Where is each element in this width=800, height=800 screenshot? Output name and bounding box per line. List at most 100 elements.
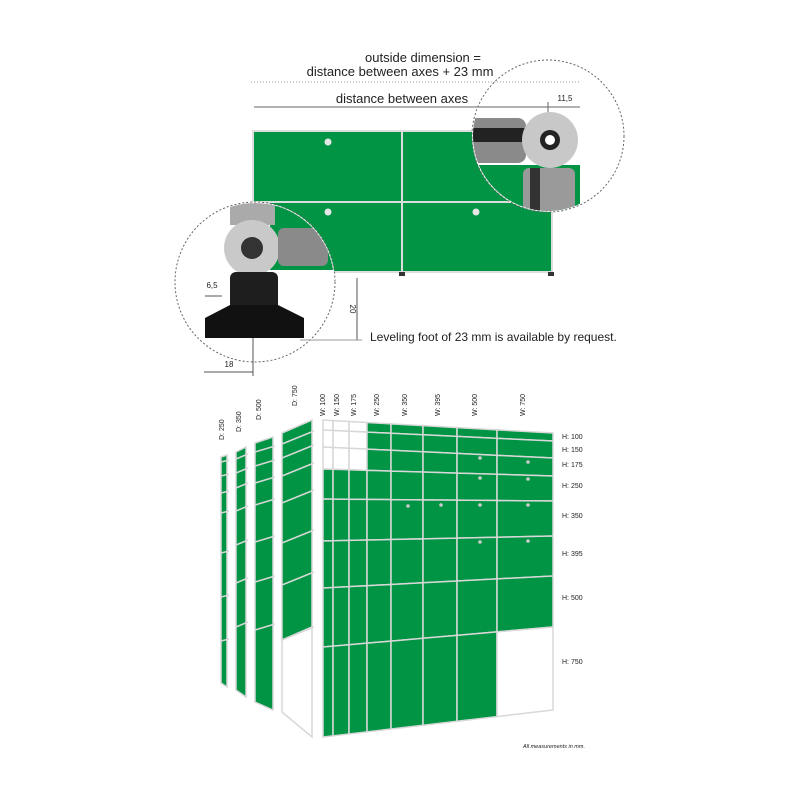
module-cell xyxy=(422,634,458,727)
width-label: W: 500 xyxy=(472,394,479,416)
module-cell xyxy=(366,448,392,472)
width-label: W: 100 xyxy=(320,394,327,416)
module-cell xyxy=(322,540,334,589)
module-cell xyxy=(322,586,334,648)
module-cell xyxy=(390,538,424,586)
foot xyxy=(399,272,405,276)
module-cell xyxy=(390,470,424,501)
module-cell xyxy=(348,430,368,450)
dim-18: 18 xyxy=(225,360,234,369)
height-label: H: 150 xyxy=(562,447,583,454)
module-cell xyxy=(322,419,334,432)
door-knob xyxy=(478,476,482,480)
width-label: W: 350 xyxy=(402,394,409,416)
module-cell xyxy=(456,452,498,476)
module-cell xyxy=(322,498,334,542)
module-size-grid xyxy=(220,418,554,739)
module-cell xyxy=(322,468,334,500)
door-knob xyxy=(526,539,530,543)
leveling-foot-note: Leveling foot of 23 mm is available by r… xyxy=(370,330,617,344)
module-cell xyxy=(366,498,392,541)
module-cell xyxy=(366,583,392,644)
module-cell xyxy=(496,575,554,633)
module-cell xyxy=(390,581,424,642)
width-label: W: 250 xyxy=(374,394,381,416)
module-cell xyxy=(366,431,392,452)
module-cell xyxy=(348,447,368,472)
module-cell xyxy=(496,499,554,538)
module-cell xyxy=(366,640,392,733)
module-cell xyxy=(332,429,350,450)
depth-panel-3 xyxy=(254,435,276,712)
module-cell xyxy=(322,429,334,449)
width-label: W: 395 xyxy=(435,394,442,416)
door-knob xyxy=(526,503,530,507)
module-cell xyxy=(422,580,458,640)
door-knob xyxy=(472,208,480,216)
module-cell xyxy=(332,498,350,542)
module-cell xyxy=(332,446,350,471)
door-knob xyxy=(324,138,332,146)
module-cell xyxy=(348,642,368,735)
module-cell xyxy=(390,449,424,473)
dim-11-5: 11,5 xyxy=(558,94,574,103)
depth-label: D: 750 xyxy=(292,385,299,406)
module-cell xyxy=(332,585,350,647)
module-cell xyxy=(348,420,368,433)
module-cell xyxy=(366,538,392,587)
module-cell xyxy=(348,539,368,588)
height-label: H: 350 xyxy=(562,513,583,520)
module-cell xyxy=(322,446,334,471)
module-cell xyxy=(496,454,554,477)
module-cell xyxy=(456,499,498,539)
module-cell xyxy=(422,450,458,474)
height-label: H: 500 xyxy=(562,595,583,602)
module-cell xyxy=(348,498,368,542)
module-cell xyxy=(496,535,554,580)
foot xyxy=(548,272,554,276)
measurements-footnote: All measurements in mm. xyxy=(522,744,585,750)
depth-panel-4 xyxy=(281,418,315,739)
module-cell xyxy=(348,469,368,501)
door-knob xyxy=(478,540,482,544)
module-cell xyxy=(348,584,368,646)
module-cell xyxy=(332,468,350,500)
dim-20: 20 xyxy=(348,305,357,314)
module-cell xyxy=(332,539,350,589)
depth-label: D: 500 xyxy=(256,399,263,420)
module-cell xyxy=(422,433,458,455)
height-label: H: 175 xyxy=(562,462,583,469)
door-knob xyxy=(439,503,443,507)
depth-label: D: 350 xyxy=(236,411,243,432)
module-cell xyxy=(422,471,458,501)
module-cell xyxy=(332,419,350,433)
module-cell xyxy=(456,435,498,457)
door-knob xyxy=(526,477,530,481)
module-cell xyxy=(332,643,350,737)
module-cell xyxy=(390,432,424,453)
height-label: H: 100 xyxy=(562,434,583,441)
door-knob xyxy=(406,504,410,508)
outside-dimension-formula: distance between axes + 23 mm xyxy=(307,64,494,79)
door-knob xyxy=(324,208,332,216)
module-cell xyxy=(422,537,458,584)
height-label: H: 250 xyxy=(562,483,583,490)
axes-distance-label: distance between axes xyxy=(336,91,469,106)
depth-panel-1 xyxy=(220,453,230,689)
door-knob xyxy=(526,460,530,464)
module-cell xyxy=(456,536,498,582)
width-label: W: 150 xyxy=(334,394,341,416)
width-label: W: 750 xyxy=(520,394,527,416)
door-knob xyxy=(478,503,482,507)
depth-label: D: 250 xyxy=(219,419,226,440)
width-label: W: 175 xyxy=(351,394,358,416)
module-cell xyxy=(366,469,392,501)
module-cell xyxy=(496,626,554,718)
dim-6-5: 6,5 xyxy=(206,281,218,290)
cabinet-elevation: outside dimension = distance between axe… xyxy=(174,50,625,376)
outside-dimension-label: outside dimension = xyxy=(365,50,481,65)
module-cell xyxy=(456,631,498,723)
door-knob xyxy=(478,456,482,460)
module-cell xyxy=(322,645,334,738)
